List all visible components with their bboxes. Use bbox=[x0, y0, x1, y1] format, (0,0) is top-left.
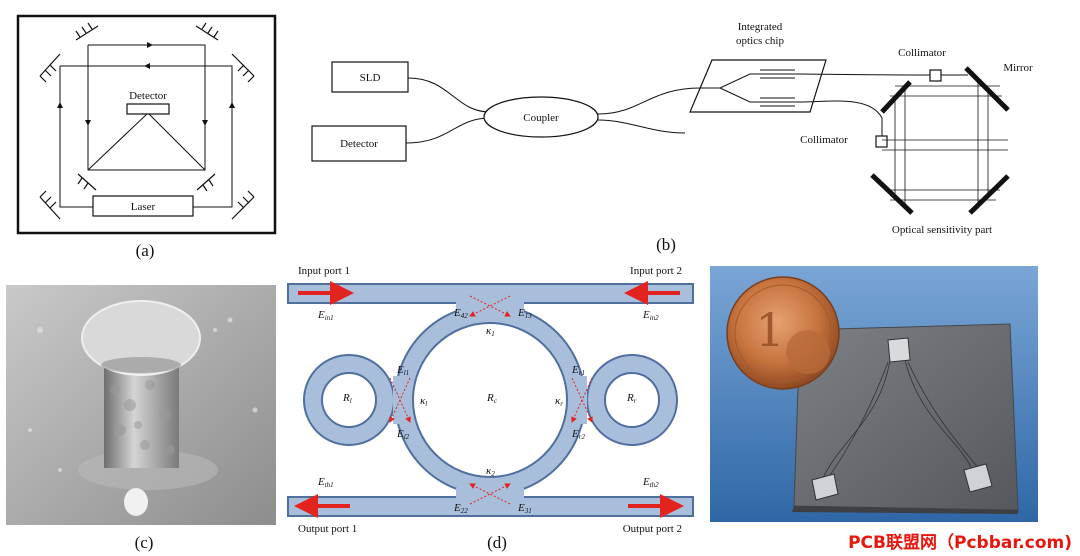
detector-label: Detector bbox=[340, 138, 378, 150]
mirror-icon bbox=[968, 174, 1010, 215]
mirror-icon bbox=[231, 53, 255, 83]
e-13-label: E13 bbox=[517, 307, 532, 320]
beam-to-detector-right bbox=[147, 112, 206, 171]
input-port-1-label: Input port 1 bbox=[298, 265, 350, 277]
e-l2-label: El2 bbox=[396, 428, 410, 441]
caption-a: (a) bbox=[136, 241, 155, 260]
fiber-coupler-chip bbox=[597, 87, 701, 115]
laser-label: Laser bbox=[131, 201, 156, 213]
e-42-label: E42 bbox=[453, 307, 468, 320]
e-in1-label: Ein1 bbox=[317, 309, 334, 322]
coin-numeral: 1 bbox=[755, 303, 784, 357]
chip-waveguides bbox=[700, 69, 800, 107]
collimator-top-label: Collimator bbox=[898, 47, 946, 59]
e-22-label: E22 bbox=[453, 502, 468, 515]
mirror-icon bbox=[880, 80, 912, 114]
chip-label-line1: Integrated bbox=[738, 21, 783, 33]
mirror-icon bbox=[195, 22, 219, 41]
chip-mirror-top bbox=[887, 337, 911, 363]
left-ring bbox=[305, 356, 393, 444]
kappa-2-label: κ2 bbox=[486, 465, 495, 478]
fiber-coupler-unused bbox=[597, 119, 686, 134]
outer-beam-path bbox=[59, 65, 233, 208]
fiber-chip-collimator-bottom bbox=[799, 100, 883, 136]
detector-label: Detector bbox=[129, 90, 167, 102]
droplet bbox=[124, 488, 148, 516]
mirror-icon bbox=[870, 173, 914, 215]
caption-d: (d) bbox=[487, 533, 507, 552]
pillar-disk-top bbox=[81, 300, 201, 376]
coupler-label: Coupler bbox=[523, 112, 559, 124]
fiber-sld-coupler bbox=[407, 77, 491, 113]
beam-direction-arrows bbox=[57, 42, 235, 126]
mirror-icon bbox=[196, 173, 216, 192]
caption-c: (c) bbox=[135, 533, 154, 552]
sensitivity-label: Optical sensitivity part bbox=[892, 224, 992, 236]
sensitivity-beam-grid bbox=[882, 80, 1008, 205]
r-r-label: Rr bbox=[626, 392, 637, 405]
panel-e-chip-photo: 1 bbox=[710, 266, 1038, 522]
e-th1-label: Eth1 bbox=[317, 476, 334, 489]
chip-mirror-left bbox=[811, 473, 839, 501]
collimator-top bbox=[929, 69, 942, 82]
integrated-optics-chip bbox=[689, 59, 827, 113]
e-r2-label: Er2 bbox=[571, 428, 585, 441]
kappa-r-label: κr bbox=[555, 395, 563, 408]
chip-mirror-right bbox=[963, 463, 993, 493]
panel-a-ring-laser-diagram: Detector Laser bbox=[16, 14, 277, 235]
laser-box bbox=[92, 195, 194, 217]
e-31-label: E31 bbox=[517, 502, 532, 515]
sensitivity-mirrors bbox=[870, 66, 1010, 215]
chip-label-line2: optics chip bbox=[736, 35, 784, 47]
mirror-icon bbox=[39, 190, 61, 220]
mirror-icon bbox=[77, 173, 97, 191]
output-port-2-label: Output port 2 bbox=[623, 523, 682, 535]
kappa-1-label: κ1 bbox=[486, 325, 495, 338]
fiber-chip-collimator-top bbox=[799, 73, 931, 76]
kappa-l-label: κl bbox=[420, 395, 427, 408]
panel-d-ring-resonator-diagram: Input port 1 Input port 2 Output port 1 … bbox=[287, 265, 694, 535]
mirror-icon bbox=[39, 53, 61, 83]
mirror-icon bbox=[964, 66, 1010, 112]
input-port-2-label: Input port 2 bbox=[630, 265, 682, 277]
e-r1-label: Er1 bbox=[571, 364, 585, 377]
watermark-text: PCB联盟网（Pcbbar.com) bbox=[848, 532, 1072, 553]
beam-to-detector-left bbox=[87, 112, 149, 171]
mirror-label: Mirror bbox=[1003, 62, 1033, 74]
detector-box bbox=[311, 125, 407, 162]
output-port-1-label: Output port 1 bbox=[298, 523, 357, 535]
e-l1-label: El1 bbox=[396, 364, 409, 377]
coupler-ellipse bbox=[483, 96, 599, 138]
detector-box bbox=[126, 103, 170, 115]
corner-mirrors bbox=[39, 22, 255, 220]
mirror-icon bbox=[75, 22, 99, 41]
panel-b-fiber-gyro-diagram: SLD Detector Coupler Integrated optics c… bbox=[311, 21, 1033, 236]
r-c-label: Rc bbox=[486, 392, 498, 405]
collimator-bottom bbox=[875, 135, 888, 148]
e-in2-label: Ein2 bbox=[642, 309, 659, 322]
chip-waveguide-traces bbox=[821, 359, 981, 481]
mirror-icon bbox=[231, 190, 255, 220]
coupling-crosses bbox=[389, 295, 593, 505]
right-ring bbox=[588, 356, 676, 444]
e-th2-label: Eth2 bbox=[642, 476, 659, 489]
caption-b: (b) bbox=[656, 235, 676, 254]
sld-label: SLD bbox=[360, 72, 381, 84]
r-l-label: Rl bbox=[342, 392, 352, 405]
collimator-bottom-label: Collimator bbox=[800, 134, 848, 146]
sld-box bbox=[331, 61, 409, 93]
panel-c-sem-micropillar-image bbox=[6, 285, 276, 525]
fiber-detector-coupler bbox=[405, 117, 491, 144]
